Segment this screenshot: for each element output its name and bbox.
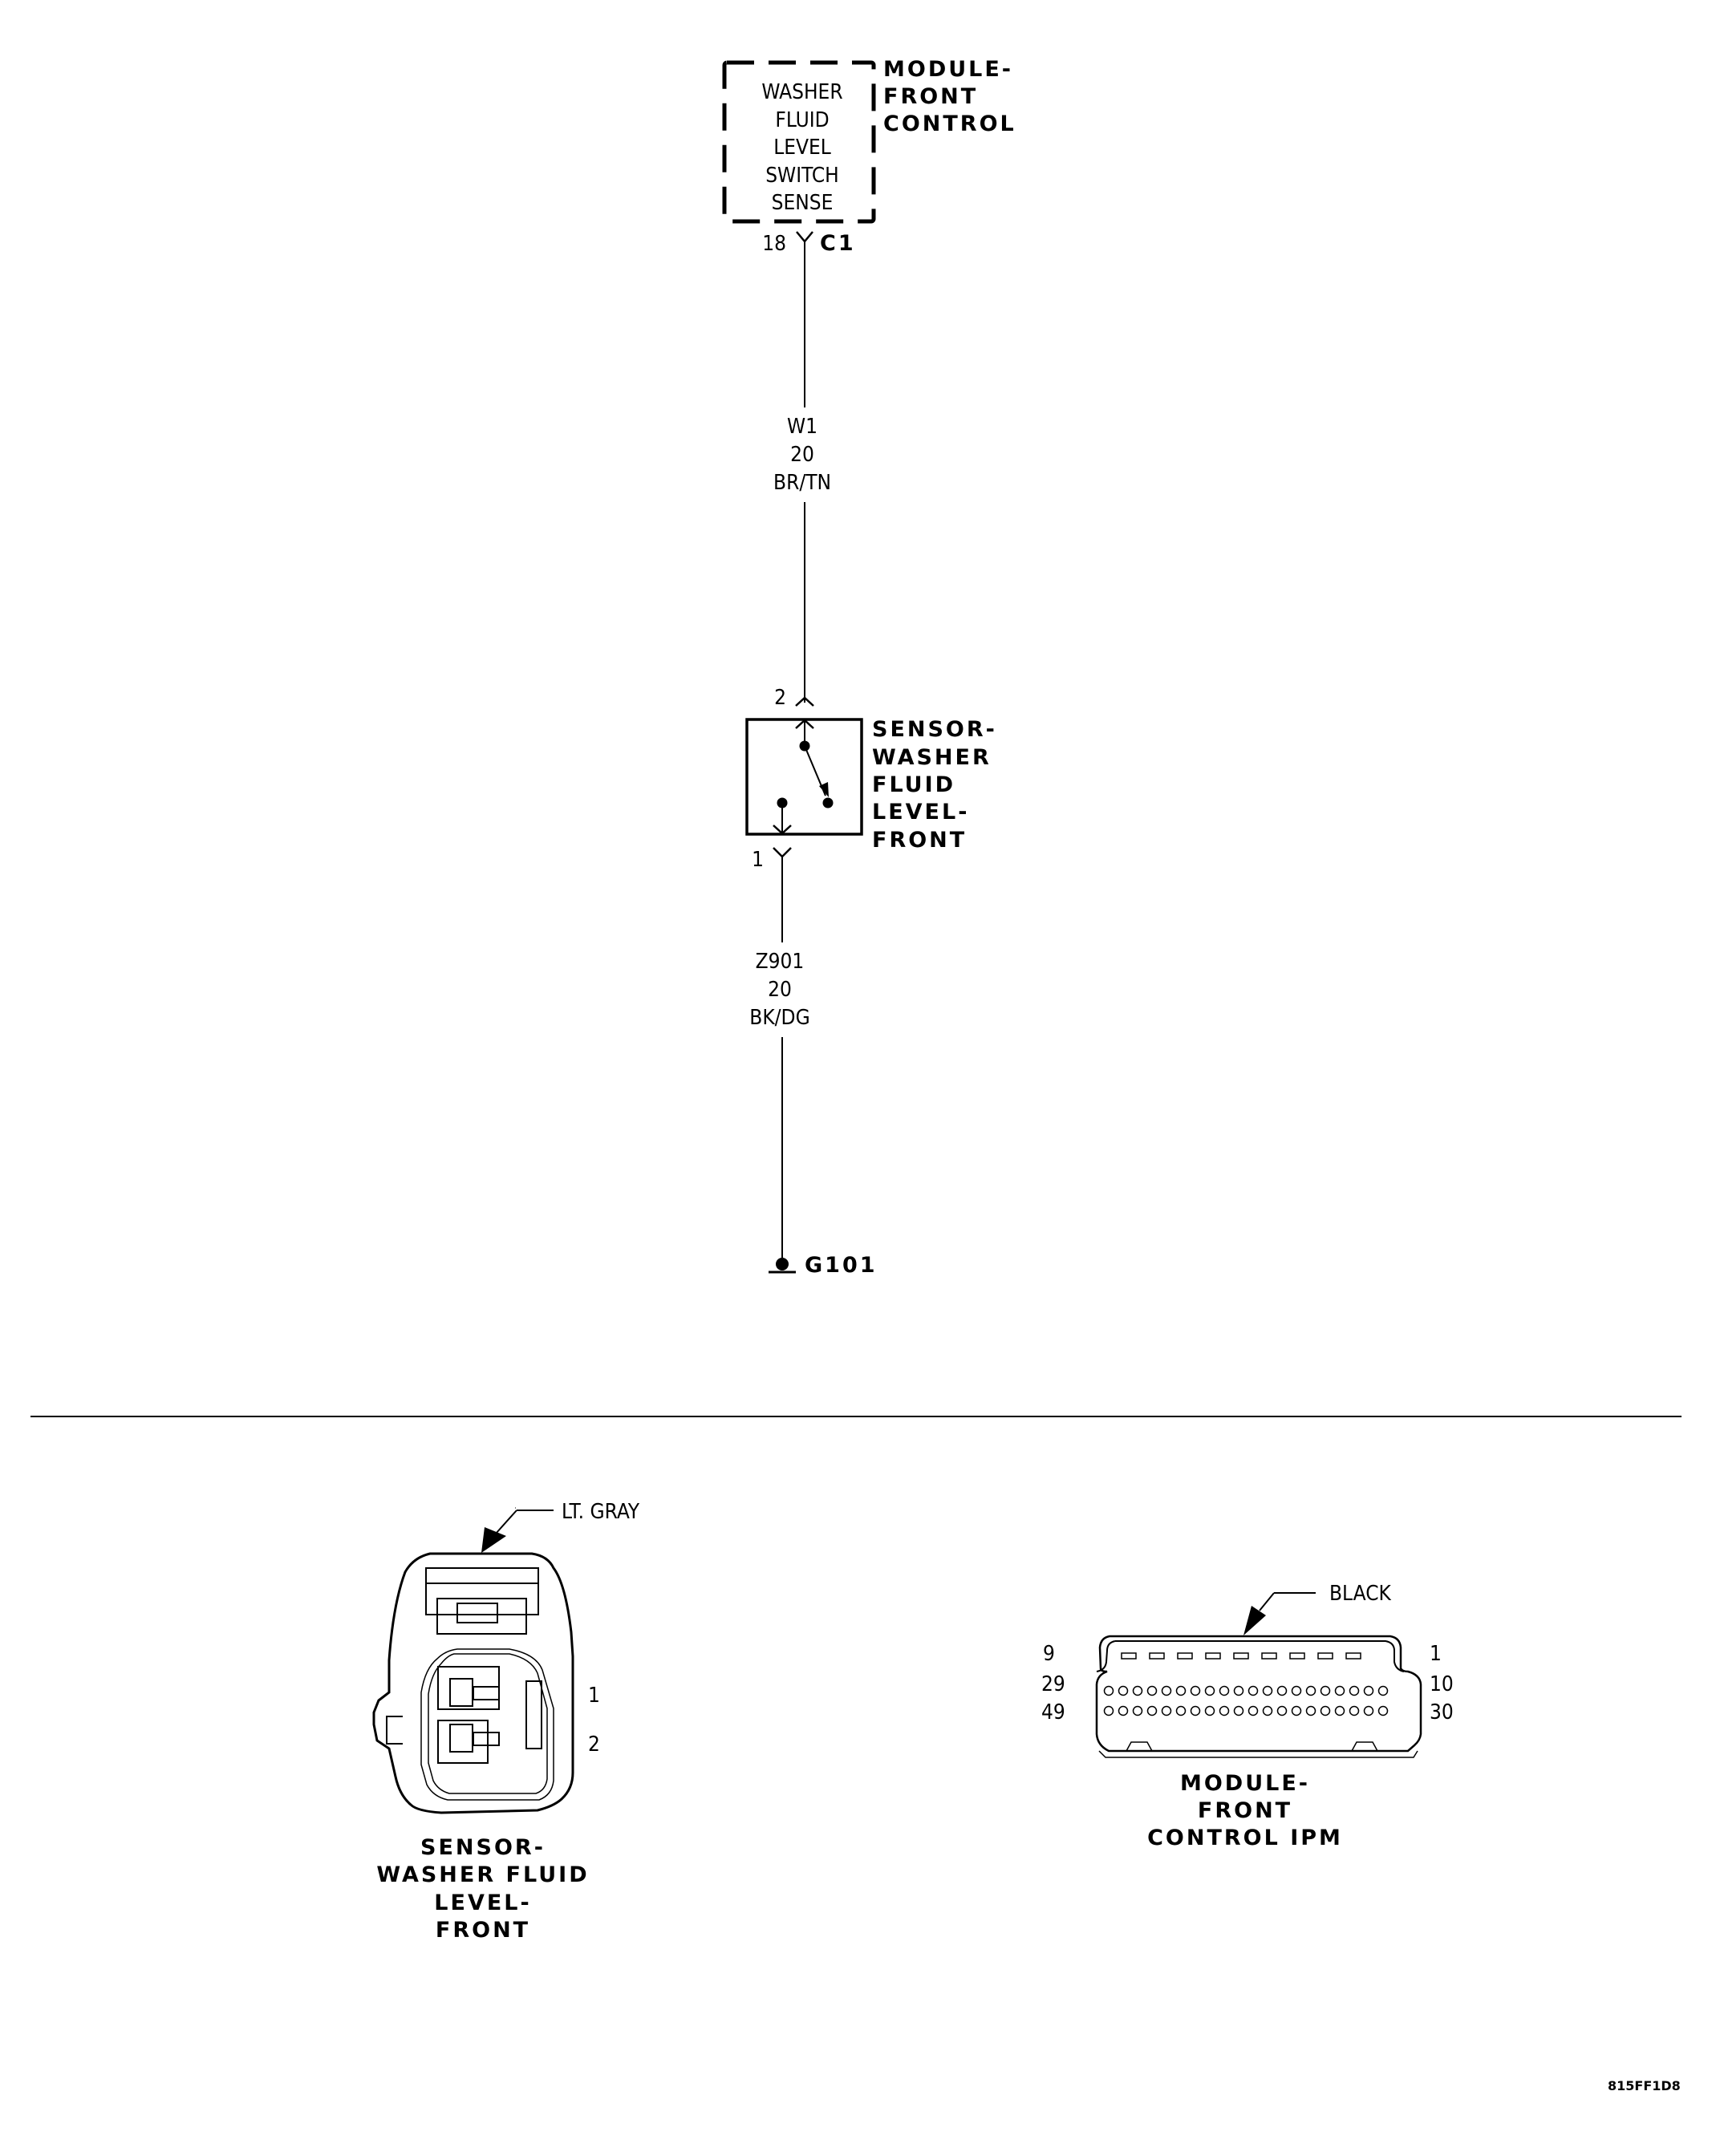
terminal-barrel-2 (473, 1732, 500, 1746)
sensor-connector-pin-2: 2 (588, 1732, 600, 1757)
module-function-line-3: LEVEL (773, 136, 831, 160)
sensor-washer-fluid-level: 2 SENSOR- WASHER FLUID LEVEL- FRONT 1 (745, 686, 997, 872)
module-connector-left-pin-2: 29 (1041, 1672, 1065, 1696)
figure-code: 815FF1D8 (1608, 2078, 1681, 2093)
module-title-line-2: FRONT (883, 84, 978, 109)
sensor-title-line-5: FRONT (872, 828, 967, 853)
latch-window (436, 1598, 527, 1635)
terminal-cavity-1 (437, 1666, 500, 1710)
sensor-title-line-4: LEVEL- (872, 800, 969, 825)
module-pin-number: 18 (762, 232, 786, 256)
module-function-line-2: FLUID (775, 108, 829, 132)
connector-cavity-inner (428, 1653, 548, 1794)
terminal-pin-2 (449, 1724, 473, 1753)
module-title-line-3: CONTROL (883, 111, 1016, 136)
connector-housing (372, 1552, 574, 1814)
wire-circuit: Z901 (756, 950, 805, 974)
wire-gauge: 20 (768, 978, 792, 1002)
callout-arrow-icon (481, 1527, 506, 1553)
sensor-connector-color: LT. GRAY (562, 1500, 640, 1524)
module-connector-left-pin-3: 49 (1041, 1700, 1065, 1724)
connector-base (1098, 1750, 1418, 1758)
wire-color: BR/TN (773, 471, 831, 495)
wire-w1: W1 20 BR/TN (773, 241, 831, 703)
connector-key (525, 1680, 542, 1749)
connector-cavity (420, 1648, 554, 1801)
terminal-barrel-1 (473, 1686, 500, 1700)
sensor-pin-top: 2 (774, 686, 786, 710)
module-connector-view: BLACK 9 29 (1041, 1582, 1454, 1850)
module-connector-id: C1 (820, 231, 856, 256)
latch-frame (425, 1567, 539, 1615)
connector-feet (1126, 1741, 1378, 1752)
connector-y-icon (796, 231, 813, 243)
wire-color: BK/DG (749, 1006, 809, 1030)
module-connector-left-pin-1: 9 (1043, 1642, 1055, 1666)
module-connector-color: BLACK (1329, 1582, 1392, 1606)
sensor-title-line-3: FLUID (872, 772, 955, 797)
sensor-connector-title-1: SENSOR- (420, 1835, 546, 1860)
wire-gauge: 20 (790, 443, 814, 467)
module-connector-right-pin-2: 10 (1430, 1672, 1454, 1696)
module-connector-c1: 18 C1 (762, 231, 856, 256)
connector-y-icon (773, 847, 792, 858)
module-connector-right-pin-3: 30 (1430, 1700, 1454, 1724)
sensor-title-line-1: SENSOR- (872, 717, 997, 742)
connector-tab (386, 1716, 403, 1745)
module-title-line-1: MODULE- (883, 57, 1013, 82)
latch-button (456, 1603, 498, 1623)
module-function-line-4: SWITCH (765, 164, 839, 188)
module-function-line-5: SENSE (772, 191, 834, 215)
module-connector-right-pin-1: 1 (1430, 1642, 1442, 1666)
callout-arrow-icon (1243, 1606, 1266, 1635)
module-connector-title-1: MODULE- (1180, 1771, 1310, 1796)
terminal-arrow-icon (773, 825, 792, 835)
module-connector-title-3: CONTROL IPM (1147, 1826, 1343, 1850)
connector-inner-lip (1096, 1640, 1405, 1672)
sensor-connector-title-3: LEVEL- (434, 1891, 531, 1915)
switch-arrow-icon (819, 782, 829, 797)
wire-circuit: W1 (787, 415, 817, 439)
ground-label: G101 (805, 1253, 878, 1278)
sensor-pin-bottom: 1 (752, 848, 764, 872)
sensor-connector-view: LT. GRAY 1 2 SENSOR- WASHER FLUID LEVEL-… (372, 1500, 640, 1943)
switch-contact-icon (822, 797, 834, 808)
bottom-row-pins (1103, 1705, 1389, 1716)
top-row-slots (1121, 1652, 1361, 1660)
sensor-title-line-2: WASHER (872, 745, 992, 770)
callout-leader (495, 1510, 517, 1534)
module-front-control: WASHER FLUID LEVEL SWITCH SENSE MODULE- … (722, 57, 1016, 224)
callout-leader (1259, 1592, 1275, 1611)
terminal-pin-1 (449, 1678, 473, 1707)
ground-icon (776, 1258, 789, 1270)
terminal-cavity-2 (437, 1720, 489, 1764)
wire-z901: Z901 20 BK/DG (749, 857, 810, 1258)
module-dashed-outline (722, 60, 876, 224)
module-connector-title-2: FRONT (1198, 1798, 1292, 1823)
ground-g101: G101 (769, 1253, 878, 1278)
middle-row-pins (1103, 1685, 1389, 1696)
sensor-connector-title-4: FRONT (436, 1918, 530, 1943)
module-function-line-1: WASHER (761, 80, 842, 104)
sensor-connector-title-2: WASHER FLUID (376, 1862, 589, 1887)
sensor-connector-pin-1: 1 (588, 1684, 600, 1708)
connector-caret-icon (795, 696, 814, 707)
